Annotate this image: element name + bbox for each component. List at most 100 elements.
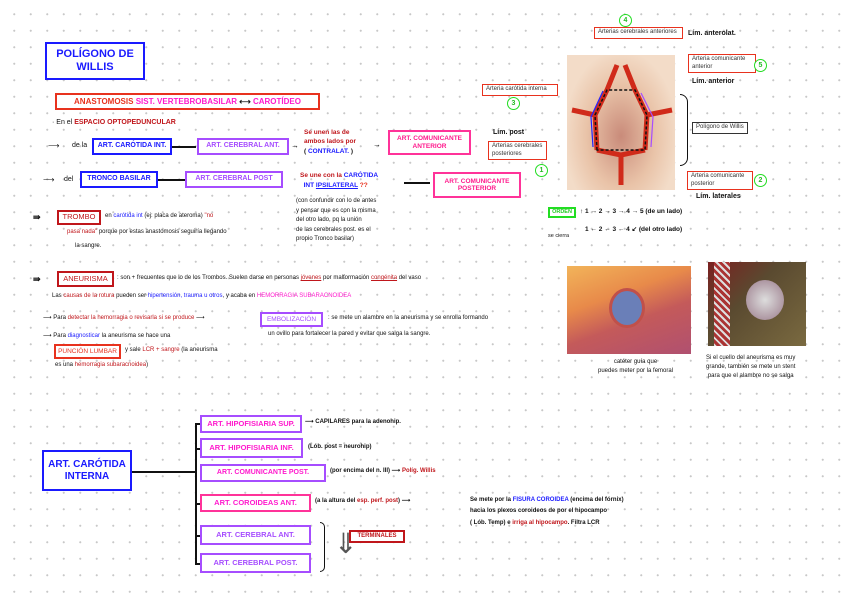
t: diagnosticar bbox=[67, 333, 100, 339]
label-poligono-willis: Polígono de Willis bbox=[692, 122, 748, 134]
t: irriga al hipocampo bbox=[512, 519, 568, 526]
t: HEMORRAGIA SUBARACNOIDEA bbox=[256, 293, 352, 299]
t: en bbox=[105, 213, 112, 219]
t: ) bbox=[146, 362, 149, 368]
anastomosis-label: ANASTOMOSIS bbox=[74, 96, 134, 106]
number-badge: 4 bbox=[619, 14, 632, 27]
label-carotida-interna: Arteria carótida interna bbox=[482, 84, 558, 96]
row2-prefix: del bbox=[64, 176, 74, 183]
t: carótida int bbox=[113, 213, 143, 219]
caption-line: Si el cuello del aneurisma es muy bbox=[706, 355, 796, 361]
caption-line: puedes meter por la femoral bbox=[598, 368, 674, 374]
puncion-text: y sale LCR + sangre (la aneurisma bbox=[125, 346, 218, 355]
branch-line bbox=[195, 423, 201, 425]
aneurysm-stent-image bbox=[708, 262, 806, 346]
title-line1: POLÍGONO DE bbox=[56, 48, 134, 61]
espacio-line: · En el ESPACIO OPTOPEDUNCULAR bbox=[52, 119, 176, 126]
t: . Filtra LCR bbox=[567, 519, 600, 526]
row2-note-a: Se une con la bbox=[300, 172, 342, 179]
t: : son + frecuentes que lo de los Trombos… bbox=[117, 275, 299, 281]
branch-coroideas-ant: ART. COROIDEAS ANT. bbox=[200, 494, 311, 512]
row1-note-2: ambos lados por bbox=[304, 138, 357, 146]
aneurisma-box: ANEURISMA bbox=[57, 271, 114, 287]
number-badge: 3 bbox=[507, 97, 520, 110]
paren-open: ( bbox=[304, 147, 307, 155]
carotideo-label: CAROTÍDEO bbox=[252, 96, 301, 106]
t: causas de la rotura bbox=[63, 293, 115, 299]
row1-prefix: de la bbox=[72, 142, 88, 149]
com-anterior-box: ART. COMUNICANTE ANTERIOR bbox=[388, 130, 471, 155]
t: , y acaba en bbox=[222, 293, 256, 299]
label-comunicante-posterior: Arteria comunicante posterior bbox=[687, 171, 753, 190]
arrow-icon: → bbox=[291, 141, 299, 150]
puncion-text-2: es una hemorragia subaracnoidea) bbox=[55, 361, 148, 370]
anastomosis-box: ANASTOMOSIS SIST. VERTEBROBASILAR ⟷ CARO… bbox=[55, 93, 320, 110]
ipsilateral-label: IPSILATERAL bbox=[315, 181, 358, 189]
orden-line-1: ↑ 1 → 2 → 3 → 4 → 5 (de un lado) bbox=[580, 208, 683, 215]
t: detectar la hemorragia o revisarla si se… bbox=[67, 315, 195, 321]
branch-note: ⟶ CAPILARES para la adenohip. bbox=[305, 419, 401, 425]
title-line2: WILLIS bbox=[76, 61, 114, 73]
t: LCR + sangre bbox=[142, 347, 180, 353]
limit-laterales: Lím. laterales bbox=[696, 193, 741, 200]
triple-arrow-icon: ⇛ bbox=[33, 212, 41, 222]
t: jóvenes bbox=[300, 275, 322, 281]
trombo-text: en carótida int (ej: placa de ateroma) "… bbox=[105, 212, 213, 221]
terminales-box: TERMINALES bbox=[349, 530, 405, 543]
t: congénita bbox=[371, 275, 398, 281]
se-cierra-label: se cierra bbox=[548, 233, 570, 239]
t: Para bbox=[53, 315, 66, 321]
connector-line bbox=[172, 146, 196, 148]
aneurisma-line-2: Las causas de la rotura pueden ser hiper… bbox=[52, 292, 351, 301]
t: "no bbox=[204, 213, 214, 219]
trombo-box: TROMBO bbox=[57, 210, 101, 225]
paren-line: y pensar que es con la misma bbox=[296, 207, 376, 214]
carotida-title-1: ART. CARÓTIDA bbox=[48, 459, 126, 470]
number-badge: 5 bbox=[754, 59, 767, 72]
limit-anterolat: Lím. anterolat. bbox=[688, 30, 736, 37]
paren-line: propio Tronco basilar) bbox=[296, 236, 355, 243]
label-comunicante-anterior: Arteria comunicante anterior bbox=[688, 54, 756, 73]
t: la aneurisma se hace una bbox=[101, 333, 171, 339]
com-posterior-box: ART. COMUNICANTE POSTERIOR bbox=[433, 172, 521, 198]
t: (ej: placa de ateroma) bbox=[144, 213, 203, 219]
t: Las bbox=[52, 293, 62, 299]
trombo-text-2: pasa nada" porque por estas anastomosis … bbox=[67, 228, 227, 237]
carotida-label: CARÓTIDA bbox=[343, 172, 379, 179]
t: esp. perf. post bbox=[357, 498, 399, 504]
t: (encima del fórnix) bbox=[570, 497, 624, 503]
embolizacion-text-1: : se mete un alambre en la aneurisma y s… bbox=[328, 315, 489, 321]
embolizacion-box: EMBOLIZACIÓN bbox=[260, 312, 323, 327]
t: hacia los plexos coroideos de por el hip… bbox=[470, 508, 608, 515]
espacio-prefix: · En el bbox=[52, 119, 73, 126]
stent-illustration bbox=[714, 262, 730, 346]
t: ) ⟶ bbox=[398, 498, 411, 504]
coil-illustration bbox=[609, 288, 645, 328]
branch-hipofisiaria-sup: ART. HIPOFISIARIA SUP. bbox=[200, 415, 302, 433]
branch-cerebral-ant: ART. CEREBRAL ANT. bbox=[200, 525, 311, 545]
row2-note: Se une con la CARÓTIDA INT IPSILATERAL ?… bbox=[300, 171, 378, 191]
arrow-icon: ⟶ bbox=[43, 175, 55, 184]
t: hipertensión, trauma u otros bbox=[147, 293, 223, 299]
t: es una bbox=[55, 362, 74, 368]
branch-note: (por encima del n. III) ⟶ Políg. Willis bbox=[330, 467, 436, 476]
contralat-label: CONTRALAT. bbox=[307, 147, 350, 155]
t: pueden ser bbox=[116, 293, 147, 299]
branch-note: (Lób. post = neurohip) bbox=[308, 444, 372, 450]
artery-diagram bbox=[571, 64, 673, 185]
t: ( Lób. Temp) e bbox=[470, 519, 511, 526]
carotida-title-2: INTERNA bbox=[64, 470, 110, 482]
t: Para bbox=[53, 333, 66, 339]
detectar-line: ⟶ Para detectar la hemorragia o revisarl… bbox=[43, 315, 205, 321]
limit-anterior: Lím. anterior bbox=[692, 78, 735, 85]
branch-line bbox=[195, 448, 201, 450]
vertebrobasilar-label: SIST. VERTEBROBASILAR bbox=[135, 96, 238, 106]
double-arrow-icon: ⟷ bbox=[239, 96, 251, 106]
paren-close: ) bbox=[350, 147, 354, 155]
branch-line bbox=[195, 535, 201, 537]
aneurisma-line-1: : son + frecuentes que lo de los Trombos… bbox=[117, 274, 421, 283]
